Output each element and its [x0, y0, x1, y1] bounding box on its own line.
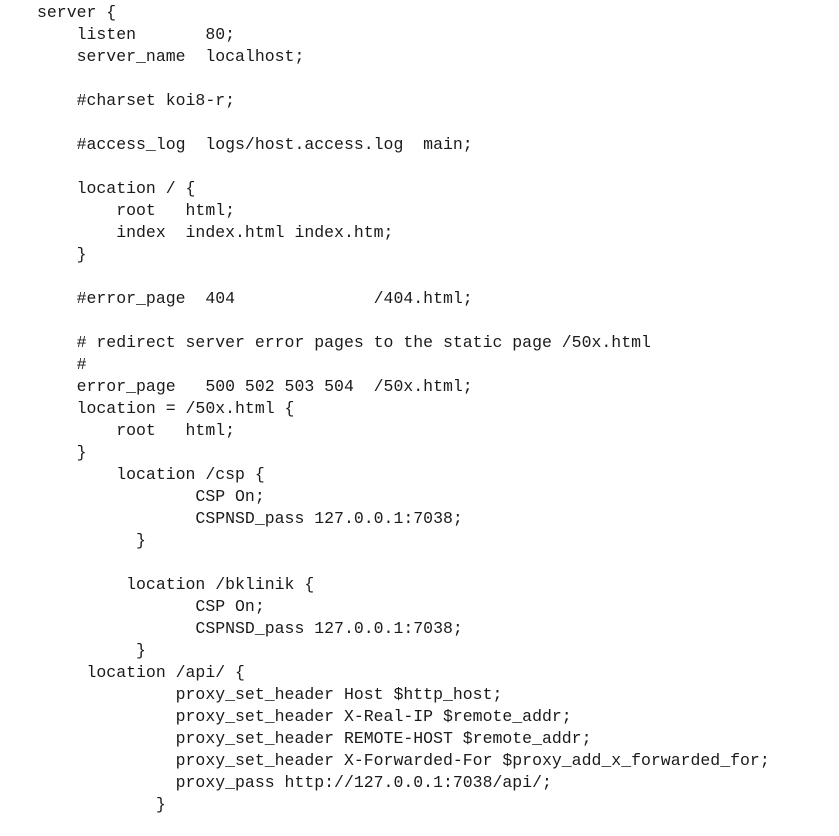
- code-line: }: [37, 245, 87, 264]
- code-line: error_page 500 502 503 504 /50x.html;: [37, 377, 473, 396]
- code-line: [37, 552, 832, 574]
- code-line: CSPNSD_pass 127.0.0.1:7038;: [37, 509, 463, 528]
- code-line: location /api/ {: [37, 663, 245, 682]
- code-line: }: [37, 795, 166, 814]
- code-line: location = /50x.html {: [37, 399, 295, 418]
- code-line: CSPNSD_pass 127.0.0.1:7038;: [37, 619, 463, 638]
- code-line: }: [37, 641, 146, 660]
- code-line: proxy_set_header REMOTE-HOST $remote_add…: [37, 729, 592, 748]
- code-line: #error_page 404 /404.html;: [37, 289, 473, 308]
- code-line: server_name localhost;: [37, 47, 305, 66]
- code-line: }: [37, 531, 146, 550]
- code-line: location / {: [37, 179, 196, 198]
- code-line: [37, 112, 832, 134]
- code-line: [37, 68, 832, 90]
- code-line: #: [37, 355, 87, 374]
- code-line: proxy_set_header X-Forwarded-For $proxy_…: [37, 751, 770, 770]
- code-line: }: [37, 443, 87, 462]
- code-line: [37, 266, 832, 288]
- code-line: [37, 310, 832, 332]
- code-line: location /csp {: [37, 465, 265, 484]
- code-view: server { listen 80; server_name localhos…: [37, 2, 832, 832]
- code-line: CSP On;: [37, 597, 265, 616]
- code-line: listen 80;: [37, 25, 236, 44]
- code-line: proxy_set_header Host $http_host;: [37, 685, 503, 704]
- code-line: location /bklinik {: [37, 575, 315, 594]
- code-line: server {: [37, 3, 117, 22]
- code-line: #charset koi8-r;: [37, 91, 236, 110]
- code-line: proxy_pass http://127.0.0.1:7038/api/;: [37, 773, 552, 792]
- code-line: index index.html index.htm;: [37, 223, 394, 242]
- code-line: root html;: [37, 421, 236, 440]
- code-line: #access_log logs/host.access.log main;: [37, 135, 473, 154]
- code-line: proxy_set_header X-Real-IP $remote_addr;: [37, 707, 572, 726]
- code-line: CSP On;: [37, 487, 265, 506]
- code-line: # redirect server error pages to the sta…: [37, 333, 651, 352]
- code-line: [37, 156, 832, 178]
- code-line: root html;: [37, 201, 236, 220]
